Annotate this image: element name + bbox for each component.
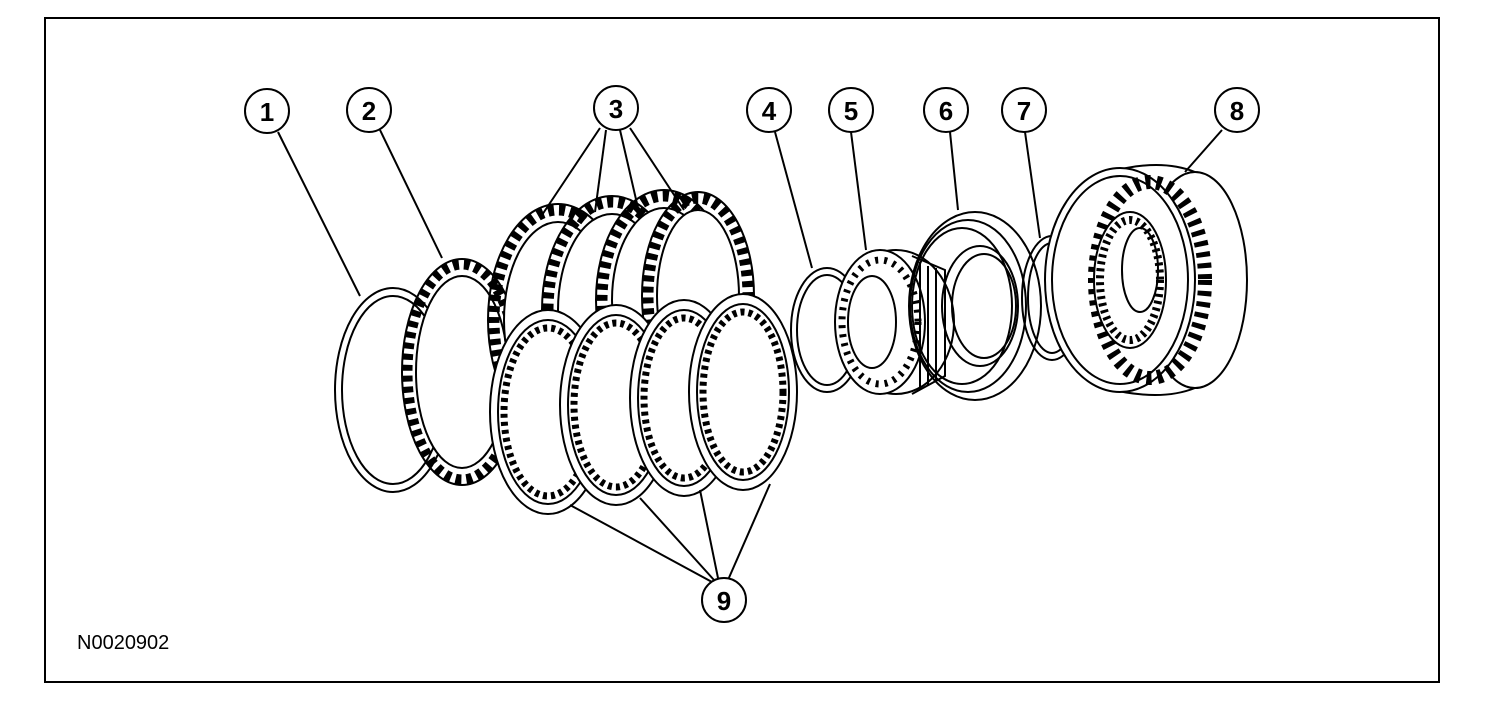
part-5-spring-assembly xyxy=(834,249,955,395)
callout-9: 9 xyxy=(717,586,731,616)
callout-3: 3 xyxy=(609,94,623,124)
figure-id: N0020902 xyxy=(77,632,170,654)
leader-lines xyxy=(277,127,1223,583)
callout-8: 8 xyxy=(1230,96,1244,126)
callout-2: 2 xyxy=(362,96,376,126)
callout-circles xyxy=(244,85,1260,623)
callout-7: 7 xyxy=(1017,96,1031,126)
callout-6: 6 xyxy=(939,96,953,126)
callout-5: 5 xyxy=(844,96,858,126)
diagram-frame xyxy=(44,17,1440,683)
callout-4: 4 xyxy=(762,96,777,126)
friction-plate-4 xyxy=(688,293,798,491)
callout-1: 1 xyxy=(260,97,274,127)
part-6-piston xyxy=(908,211,1042,401)
part-8-clutch-housing xyxy=(1044,164,1248,396)
part-9-friction-plates xyxy=(489,293,798,515)
